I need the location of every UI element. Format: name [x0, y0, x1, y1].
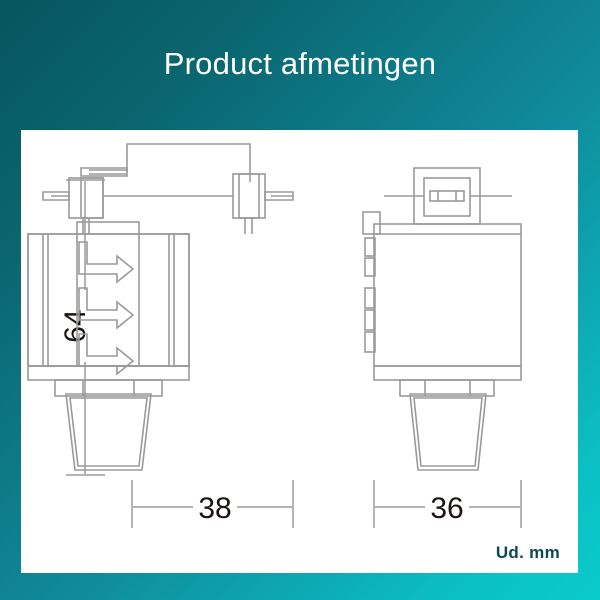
body-outline: [27, 233, 190, 367]
outlet-collar: [54, 379, 163, 397]
left-port: [42, 191, 70, 201]
outlet-cone: [65, 393, 152, 471]
outlet-cone-inner: [69, 397, 148, 467]
units-label: Ud. mm: [495, 543, 560, 562]
dimension-label-backings: [71, 290, 469, 524]
side-outlet-collar: [399, 379, 495, 397]
right-block-inner: [238, 173, 260, 219]
side-view-top-cap: [384, 167, 512, 225]
front-width-label-backing: [193, 490, 237, 524]
front-view-top-assembly: [42, 143, 294, 234]
front-view-drawing: [27, 143, 294, 471]
side-outlet-cone: [409, 393, 487, 471]
side-tab-3: [364, 287, 376, 309]
side-view-body: [362, 211, 522, 367]
dimension-lines-group: [66, 179, 522, 528]
side-tab-1: [364, 237, 376, 257]
side-view-outlet: [373, 365, 522, 471]
side-width-dimension-label: 36: [430, 492, 463, 525]
flow-arrow-icon-1: [78, 241, 135, 284]
side-tab-5: [364, 331, 376, 353]
page-title: Product afmetingen: [163, 46, 437, 81]
flow-arrow-icon-2: [78, 287, 135, 330]
drawing-panel: 64 38 36: [21, 130, 578, 573]
left-block-inner: [80, 177, 104, 219]
side-view-drawing: [362, 167, 522, 471]
right-block-outer: [232, 173, 266, 219]
top-left-flange: [80, 167, 128, 177]
side-tab-top: [362, 211, 381, 235]
product-dimension-drawing: 64 38 36: [27, 143, 522, 528]
top-bridge-line: [126, 143, 251, 182]
side-outlet-cone-inner: [413, 397, 483, 467]
top-cap-inner: [423, 177, 471, 217]
front-width-dimension-label: 38: [198, 492, 231, 525]
top-cap-slot: [429, 190, 465, 202]
flow-arrow-icon-3: [78, 333, 135, 376]
side-tab-2: [364, 257, 376, 277]
side-body-outline: [373, 223, 522, 367]
bottom-flange-plate: [27, 365, 190, 381]
side-tab-4: [364, 309, 376, 331]
front-view-body: [27, 221, 190, 367]
height-label-backing: [71, 290, 101, 362]
front-view-outlet: [27, 365, 190, 471]
right-port: [264, 191, 294, 201]
body-outline-main: [27, 233, 190, 367]
side-bottom-flange: [373, 365, 522, 381]
front-view-flow-arrows: [78, 241, 135, 376]
side-width-label-backing: [425, 490, 469, 524]
